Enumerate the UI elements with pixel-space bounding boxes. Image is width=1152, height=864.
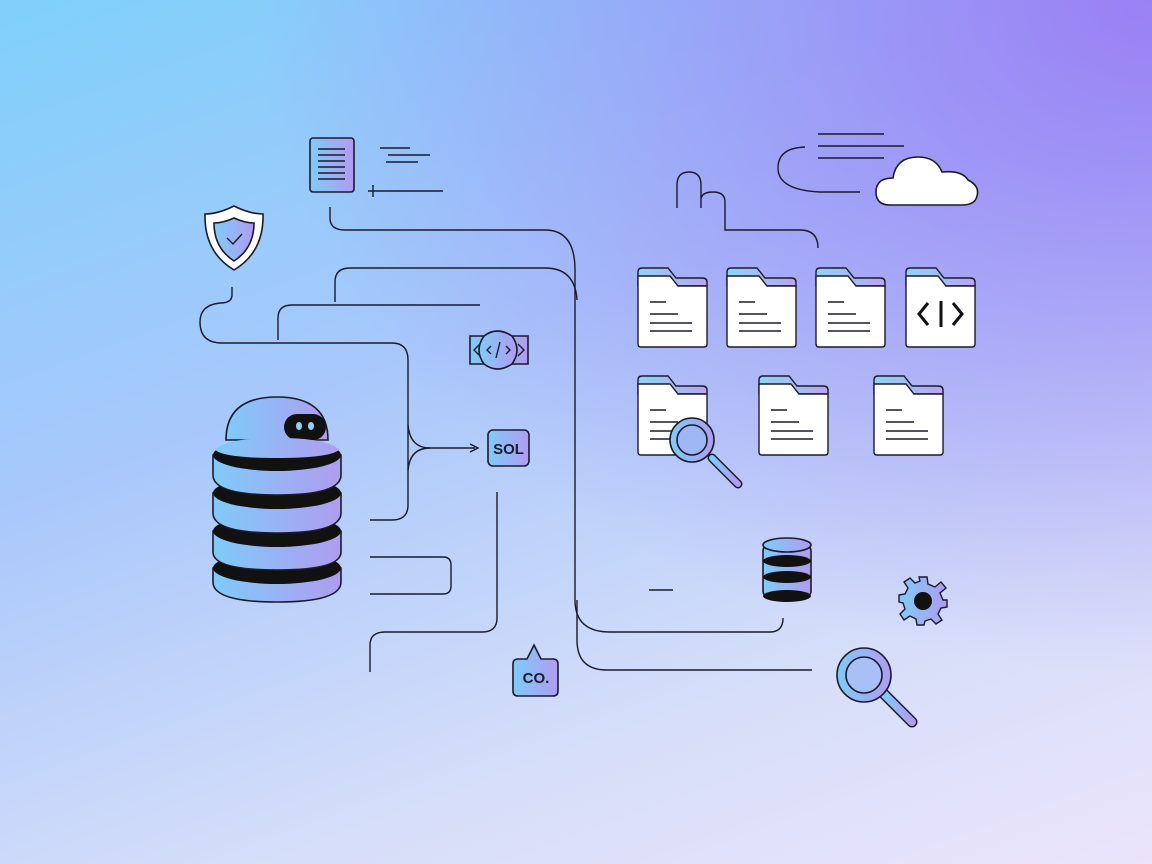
folder-code-icon	[905, 267, 976, 348]
sql-badge: SOL	[487, 429, 530, 467]
folder-icon	[758, 375, 829, 456]
folder-icon	[726, 267, 797, 348]
co-badge: CO.	[512, 643, 559, 697]
magnifier-icon	[836, 647, 918, 728]
sql-badge-label: SOL	[493, 441, 524, 458]
folder-grid	[637, 267, 976, 456]
folder-icon	[815, 267, 886, 348]
code-badge-icon	[469, 330, 529, 370]
connector-lines	[199, 133, 904, 672]
folder-icon	[873, 375, 944, 456]
folder-icon	[637, 267, 708, 348]
gear-icon	[898, 576, 948, 626]
co-badge-label: CO.	[523, 670, 550, 687]
database-icon	[762, 537, 812, 602]
cloud-icon	[875, 156, 979, 206]
document-icon	[309, 137, 355, 193]
magnifier-icon	[669, 417, 743, 489]
shield-check-icon	[204, 205, 264, 271]
database-robot-icon	[212, 396, 342, 603]
